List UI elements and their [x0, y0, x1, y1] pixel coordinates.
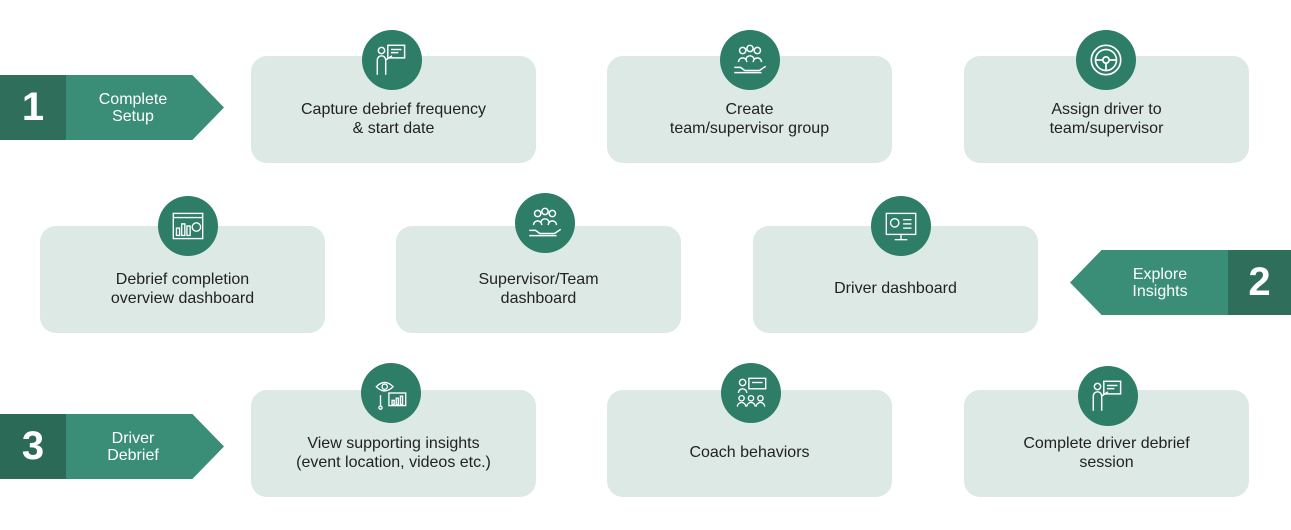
card-label: Debrief completion overview dashboard: [110, 270, 255, 307]
eye-chart-icon: [361, 363, 421, 423]
step-label: Explore Insights: [1070, 250, 1228, 315]
step-number: 2: [1228, 250, 1291, 315]
card-label: Supervisor/Team dashboard: [478, 270, 599, 307]
step-label: Driver Debrief: [66, 414, 224, 479]
team-hand-icon: [515, 193, 575, 253]
card-label: View supporting insights (event location…: [296, 434, 491, 471]
card-label: Driver dashboard: [834, 280, 957, 297]
coaching-group-icon: [721, 363, 781, 423]
step-number: 3: [0, 414, 66, 479]
step-number: 1: [0, 75, 66, 140]
card-label: Assign driver to team/supervisor: [1049, 100, 1164, 137]
step-3: 3 Driver Debrief: [0, 414, 224, 479]
step-1: 1 Complete Setup: [0, 75, 224, 140]
card-label: Coach behaviors: [689, 444, 810, 461]
monitor-chart-icon: [871, 196, 931, 256]
steering-wheel-icon: [1076, 30, 1136, 90]
team-hand-icon: [720, 30, 780, 90]
presenter-board-icon: [362, 30, 422, 90]
presenter-board-icon: [1078, 366, 1138, 426]
card-label: Capture debrief frequency & start date: [301, 100, 486, 137]
card-label: Create team/supervisor group: [669, 100, 830, 137]
step-label: Complete Setup: [66, 75, 224, 140]
dashboard-browser-icon: [158, 196, 218, 256]
card-label: Complete driver debrief session: [1023, 434, 1190, 471]
step-2: Explore Insights 2: [1070, 250, 1291, 315]
